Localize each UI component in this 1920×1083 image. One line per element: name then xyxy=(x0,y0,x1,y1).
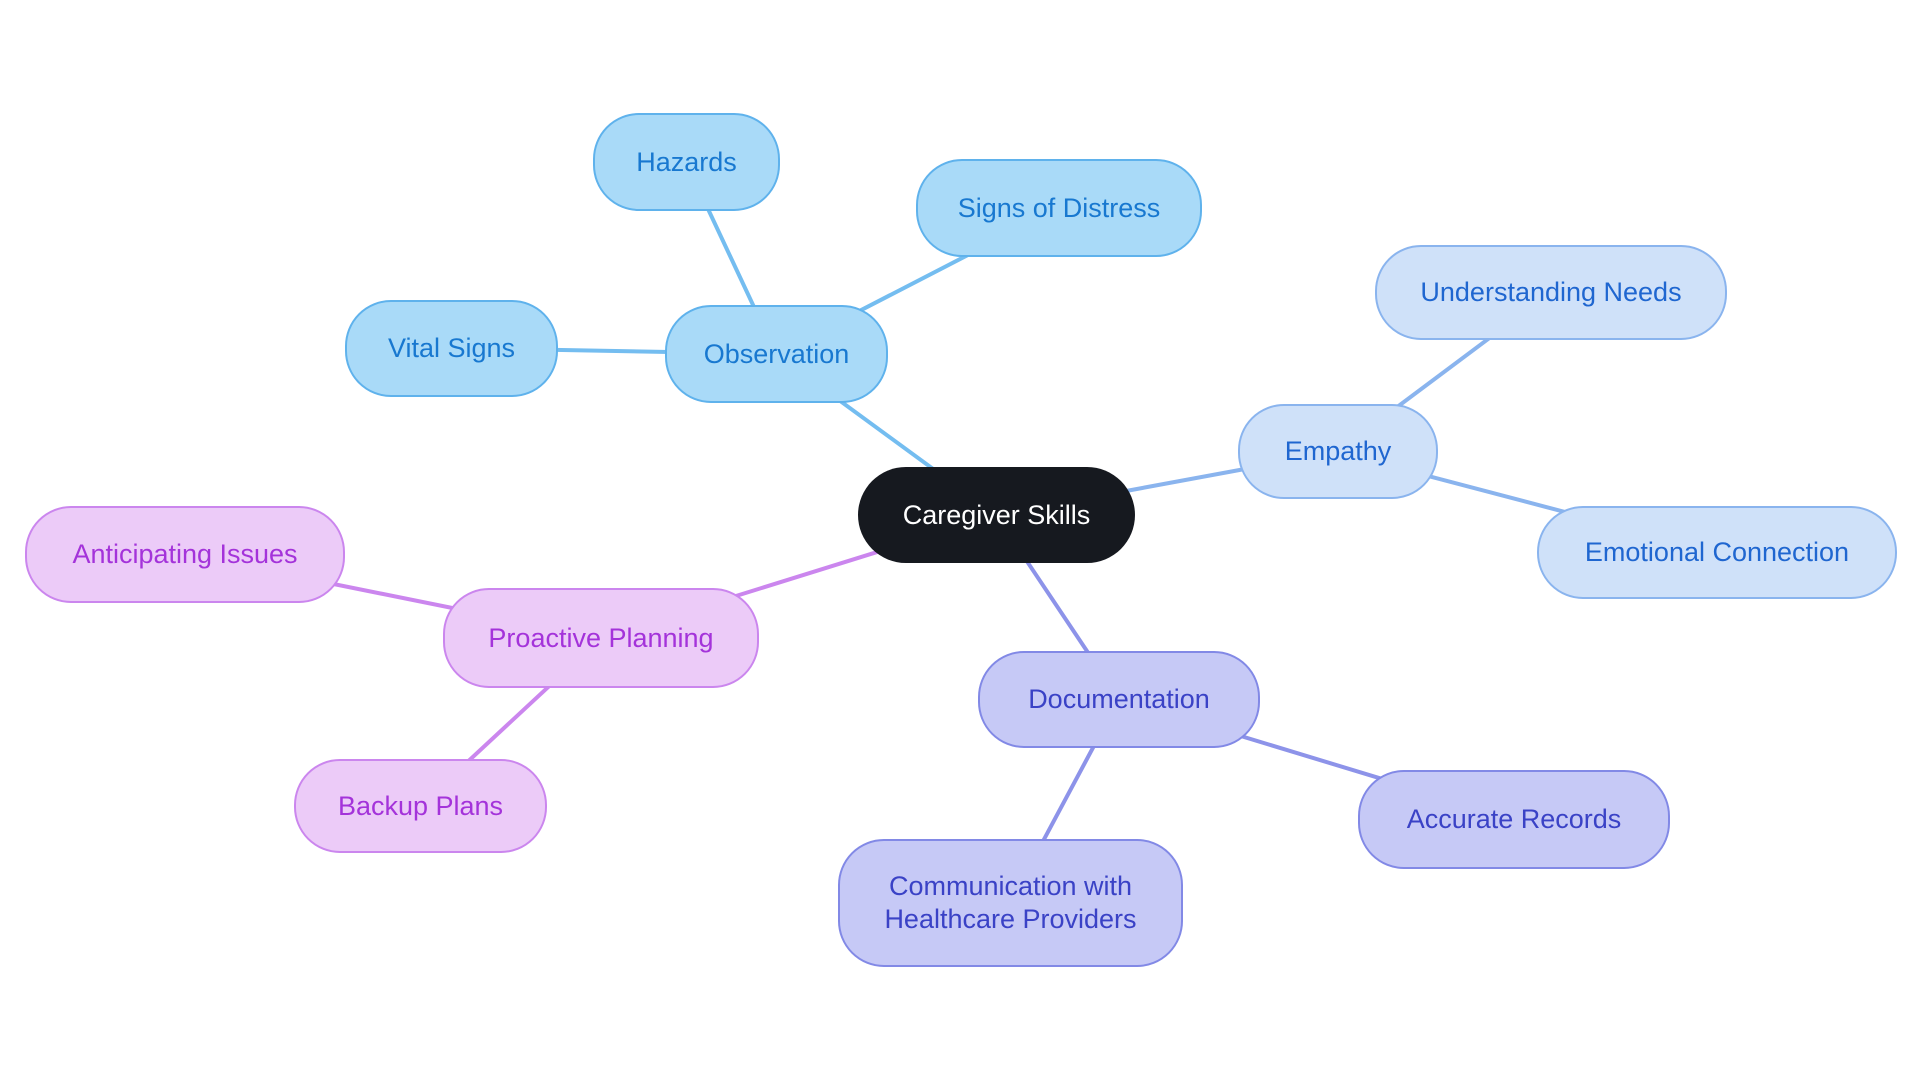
node-hazards[interactable]: Hazards xyxy=(593,113,780,211)
node-caregiver-skills[interactable]: Caregiver Skills xyxy=(858,467,1135,563)
node-vital-signs[interactable]: Vital Signs xyxy=(345,300,558,397)
node-accurate-records[interactable]: Accurate Records xyxy=(1358,770,1670,869)
node-observation[interactable]: Observation xyxy=(665,305,888,403)
node-understanding-needs[interactable]: Understanding Needs xyxy=(1375,245,1727,340)
node-proactive-planning[interactable]: Proactive Planning xyxy=(443,588,759,688)
node-emotional-connection[interactable]: Emotional Connection xyxy=(1537,506,1897,599)
node-backup-plans[interactable]: Backup Plans xyxy=(294,759,547,853)
node-documentation[interactable]: Documentation xyxy=(978,651,1260,748)
node-communication-with-healthcare-providers[interactable]: Communication with Healthcare Providers xyxy=(838,839,1183,967)
node-signs-of-distress[interactable]: Signs of Distress xyxy=(916,159,1202,257)
node-empathy[interactable]: Empathy xyxy=(1238,404,1438,499)
node-anticipating-issues[interactable]: Anticipating Issues xyxy=(25,506,345,603)
